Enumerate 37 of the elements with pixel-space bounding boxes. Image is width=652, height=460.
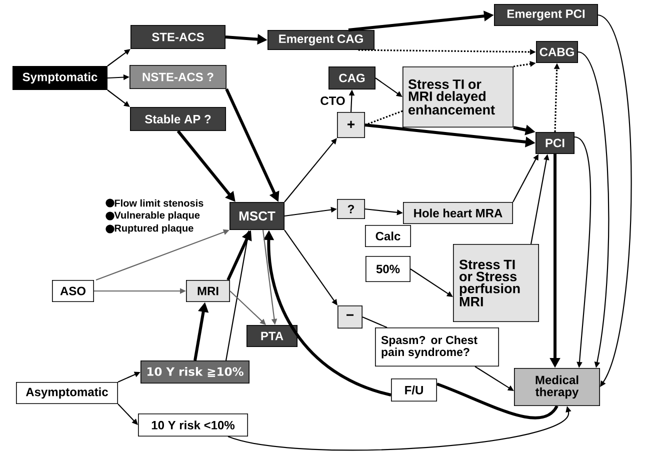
process-box: Stable AP ? [130,107,226,131]
edge-label: CTO [320,96,345,105]
process-box: 10 Y risk ≧10% [140,360,250,384]
process-box: Stress TI or Stress perfusion MRI [453,244,539,322]
process-box: PTA [246,325,298,347]
process-box: − [338,306,362,328]
bullet-item: Ruptured plaque [106,224,194,234]
process-box: PCI [536,132,574,154]
process-box: ? [337,199,365,219]
process-box: Emergent CAG [268,30,374,50]
process-box: Asymptomatic [16,382,118,404]
arrow [118,404,138,425]
bullet-item: Vulnerable plaque [106,211,200,221]
process-box: + [337,112,365,138]
process-box: Stress TI or MRI delayed enhancement [402,66,514,128]
process-box: 50% [366,256,410,282]
process-box: Calc [365,225,411,247]
arrow [230,290,266,325]
process-box: ASO [52,280,94,302]
process-box: Hole heart MRA [403,202,513,224]
process-box: Medical therapy [514,368,600,406]
process-box: CAG [328,66,376,90]
process-box: NSTE-ACS ? [130,65,226,89]
process-box: MSCT [230,202,284,230]
connector-line [436,382,558,420]
process-box: CABG [536,41,578,63]
process-box: F/U [391,378,437,402]
process-box: MRI [186,280,230,302]
process-box: Spasm? or Chest pain syndrome? [375,328,499,366]
process-box: Emergent PCI [494,4,598,26]
connector-line [362,316,388,328]
connector-line [364,110,403,126]
bullet-item: Flow limit stenosis [106,198,204,208]
arrow [284,138,337,202]
process-box: 10 Y risk <10% [138,414,248,436]
process-box: STE-ACS [130,25,226,49]
process-box: Symptomatic [12,66,108,90]
